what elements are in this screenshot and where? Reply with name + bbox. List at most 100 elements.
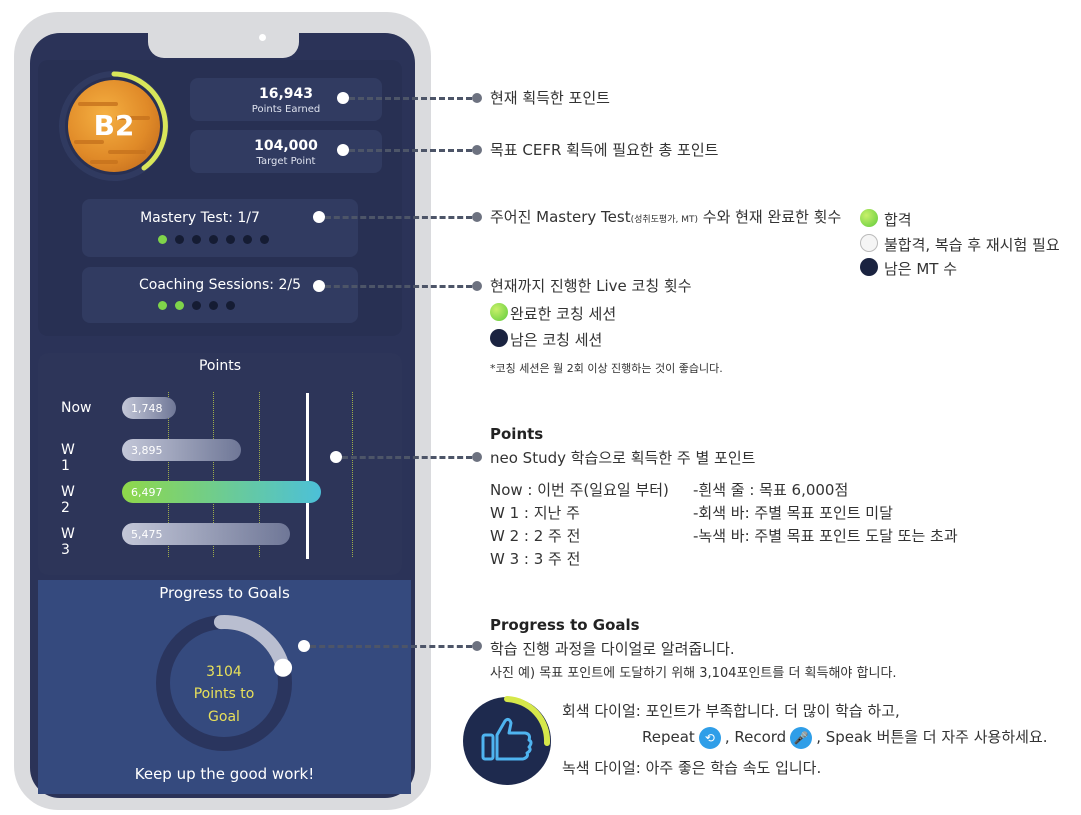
progress-note-line1: 학습 진행 과정을 다이얼로 알려줍니다. bbox=[490, 640, 735, 658]
coaching-label: Coaching Sessions: 2/5 bbox=[139, 277, 301, 293]
completed-dot bbox=[175, 301, 184, 310]
points-bar bbox=[122, 397, 176, 419]
microphone-icon: 🎤 bbox=[790, 726, 813, 749]
chart-gridline bbox=[168, 392, 169, 557]
bar-value: 3,895 bbox=[131, 444, 163, 457]
connector-line bbox=[349, 97, 472, 100]
connector-start-dot bbox=[313, 211, 325, 223]
connector-end-dot bbox=[472, 93, 482, 103]
repeat-record-line: Repeat⟲, Record🎤, Speak 버튼을 더 자주 사용하세요. bbox=[642, 726, 1048, 749]
completed-dot bbox=[158, 301, 167, 310]
points-earned-card: 16,943 Points Earned bbox=[190, 78, 382, 121]
legend-remaining: 남은 MT 수 bbox=[884, 260, 958, 278]
coaching-dots bbox=[158, 301, 235, 310]
def-now: Now : 이번 주(일요일 부터) bbox=[490, 481, 669, 499]
points-earned-value: 16,943 bbox=[258, 86, 314, 102]
points-chart-title: Points bbox=[198, 358, 242, 374]
dial-line2: Points to bbox=[193, 686, 255, 702]
remaining-dot bbox=[226, 235, 235, 244]
bar-row-label: Now bbox=[61, 400, 92, 416]
note-coaching: 현재까지 진행한 Live 코칭 횟수 bbox=[490, 277, 692, 295]
connector-end-dot bbox=[472, 452, 482, 462]
legend-pass: 합격 bbox=[884, 211, 912, 229]
bar-row-label: W 3 bbox=[61, 526, 75, 558]
remaining-dot bbox=[209, 235, 218, 244]
gray-dial-note: 회색 다이얼: 포인트가 부족합니다. 더 많이 학습 하고, bbox=[562, 702, 900, 720]
def-gray: -회색 바: 주별 목표 포인트 미달 bbox=[693, 504, 893, 522]
camera-dot bbox=[259, 34, 266, 41]
mastery-test-card[interactable]: Mastery Test: 1/7 bbox=[82, 199, 358, 257]
progress-title: Progress to Goals bbox=[159, 584, 290, 602]
coaching-card[interactable]: Coaching Sessions: 2/5 bbox=[82, 267, 358, 323]
connector-end-dot bbox=[472, 212, 482, 222]
mastery-test-dots bbox=[158, 235, 269, 244]
phone-notch bbox=[148, 26, 299, 58]
connector-end-dot bbox=[472, 641, 482, 651]
chart-gridline bbox=[259, 392, 260, 557]
bar-value: 1,748 bbox=[131, 402, 163, 415]
connector-line bbox=[325, 216, 472, 219]
legend-fail: 불합격, 복습 후 재시험 필요 bbox=[884, 236, 1060, 254]
connector-start-dot bbox=[298, 640, 310, 652]
thumbs-up-icon bbox=[463, 696, 551, 785]
bar-row-label: W 2 bbox=[61, 484, 75, 516]
mastery-test-label: Mastery Test: 1/7 bbox=[140, 210, 260, 226]
connector-start-dot bbox=[337, 144, 349, 156]
note-target-point: 목표 CEFR 획득에 필요한 총 포인트 bbox=[490, 141, 719, 159]
connector-line bbox=[310, 645, 472, 648]
legend-fail-dot bbox=[860, 234, 878, 252]
level-progress-ring bbox=[59, 71, 169, 181]
chart-gridline bbox=[352, 392, 353, 557]
coach-done: 완료한 코칭 세션 bbox=[510, 305, 617, 323]
dial-line3: Goal bbox=[208, 709, 240, 725]
chart-gridline bbox=[213, 392, 214, 557]
target-point-label: Target Point bbox=[256, 156, 316, 167]
points-note-sub: neo Study 학습으로 획득한 주 별 포인트 bbox=[490, 449, 756, 467]
def-w2: W 2 : 2 주 전 bbox=[490, 527, 581, 545]
remaining-dot bbox=[226, 301, 235, 310]
points-note-title: Points bbox=[490, 425, 544, 443]
progress-note-title: Progress to Goals bbox=[490, 616, 640, 634]
remaining-dot bbox=[209, 301, 218, 310]
remaining-dot bbox=[243, 235, 252, 244]
note-mastery-test: 주어진 Mastery Test(성취도평가, MT) 수와 현재 완료한 횟수 bbox=[490, 208, 842, 226]
remaining-dot bbox=[175, 235, 184, 244]
cefr-level-badge: B2 bbox=[93, 109, 135, 142]
def-w3: W 3 : 3 주 전 bbox=[490, 550, 581, 568]
connector-start-dot bbox=[337, 92, 349, 104]
connector-line bbox=[325, 285, 472, 288]
dial-number: 3104 bbox=[206, 664, 242, 680]
points-bar bbox=[122, 481, 322, 503]
def-white: -흰색 줄 : 목표 6,000점 bbox=[693, 481, 849, 499]
progress-note-line2: 사진 예) 목표 포인트에 도달하기 위해 3,104포인트를 더 획득해야 합… bbox=[490, 666, 897, 681]
remaining-dot bbox=[192, 301, 201, 310]
legend-remaining-dot bbox=[860, 258, 878, 276]
legend-pass-dot bbox=[860, 209, 878, 227]
points-bar bbox=[122, 439, 242, 461]
connector-line bbox=[342, 456, 472, 459]
connector-start-dot bbox=[313, 280, 325, 292]
completed-dot bbox=[158, 235, 167, 244]
remaining-dot bbox=[192, 235, 201, 244]
coach-done-dot bbox=[490, 303, 508, 321]
repeat-icon: ⟲ bbox=[698, 726, 721, 749]
connector-end-dot bbox=[472, 281, 482, 291]
remaining-dot bbox=[260, 235, 269, 244]
def-green: -녹색 바: 주별 목표 포인트 도달 또는 초과 bbox=[693, 527, 958, 545]
points-bar bbox=[122, 523, 290, 545]
def-w1: W 1 : 지난 주 bbox=[490, 504, 580, 522]
coach-left-dot bbox=[490, 329, 508, 347]
target-line bbox=[306, 393, 309, 559]
connector-line bbox=[349, 149, 472, 152]
bar-value: 6,497 bbox=[131, 486, 163, 499]
bar-row-label: W 1 bbox=[61, 442, 75, 474]
note-points-earned: 현재 획득한 포인트 bbox=[490, 89, 610, 107]
green-dial-note: 녹색 다이얼: 아주 좋은 학습 속도 입니다. bbox=[562, 759, 822, 777]
progress-footer: Keep up the good work! bbox=[134, 765, 315, 783]
level-planet-icon bbox=[68, 80, 160, 172]
points-earned-label: Points Earned bbox=[251, 104, 321, 115]
coach-note: *코칭 세션은 월 2회 이상 진행하는 것이 좋습니다. bbox=[490, 362, 723, 375]
bar-value: 5,475 bbox=[131, 528, 163, 541]
coach-left: 남은 코칭 세션 bbox=[510, 331, 603, 349]
connector-end-dot bbox=[472, 145, 482, 155]
